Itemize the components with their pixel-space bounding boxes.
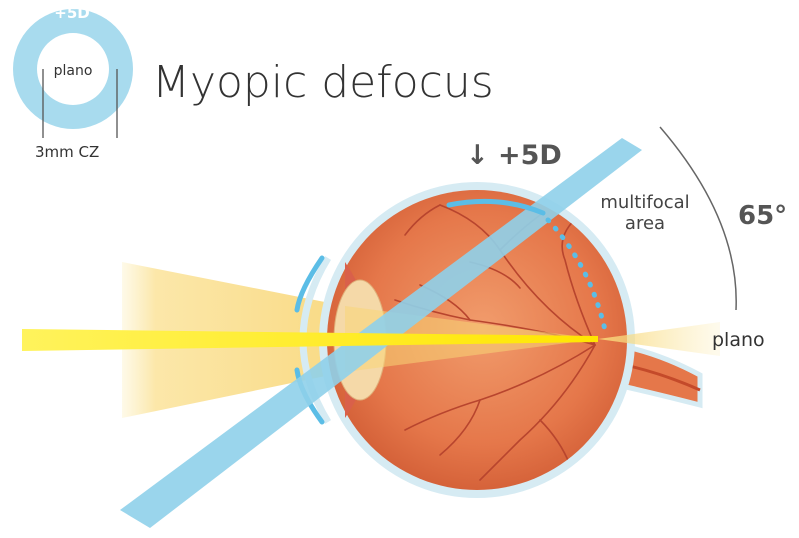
diagram-title: Myopic defocus [152,57,494,108]
area-label: area [590,213,700,234]
peripheral-power-label: ↓ +5D [466,140,562,171]
lens-outer-power-label: +5D [52,4,92,22]
angle-label: 65° [738,201,787,231]
multifocal-label: multifocal [590,192,700,213]
central-zone-label: 3mm CZ [35,143,99,161]
lens-center-power-label: plano [47,63,99,79]
central-power-label: plano [712,329,765,351]
